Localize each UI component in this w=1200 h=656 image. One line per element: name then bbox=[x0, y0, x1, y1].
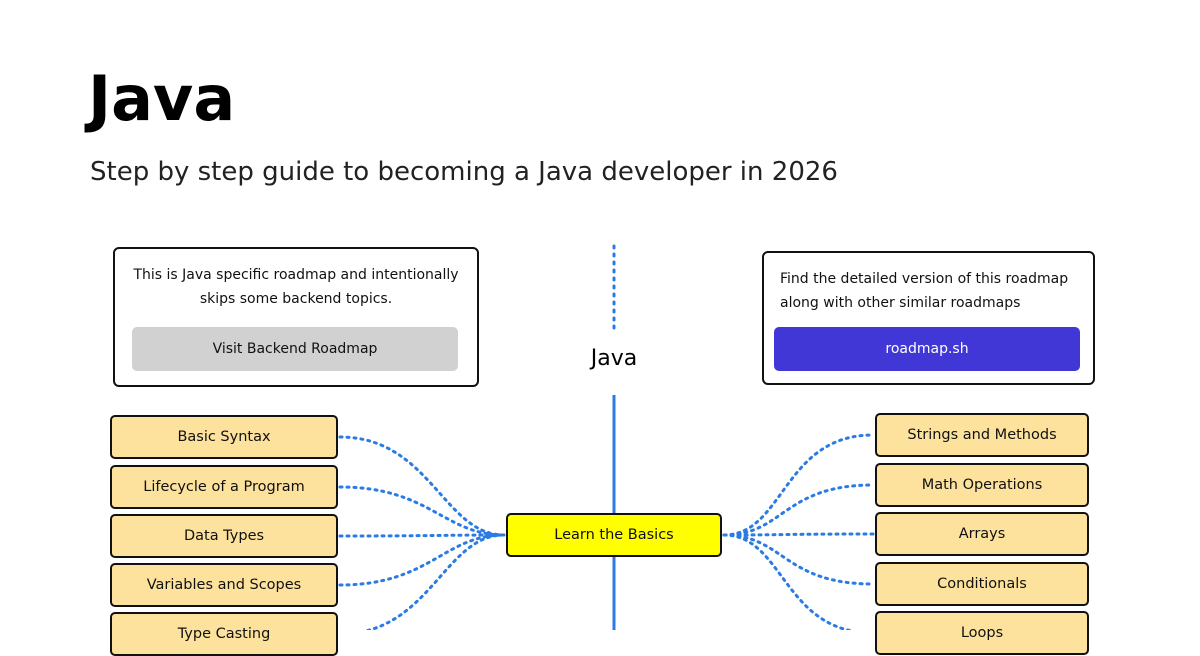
left-connector-2 bbox=[338, 533, 506, 538]
backend-note-box: This is Java specific roadmap and intent… bbox=[113, 247, 479, 387]
topic-basic-syntax[interactable]: Basic Syntax bbox=[110, 415, 338, 459]
right-connector-3 bbox=[722, 533, 875, 586]
detailed-roadmap-box: Find the detailed version of this roadma… bbox=[762, 251, 1095, 385]
left-connector-1 bbox=[338, 485, 506, 537]
left-connectors bbox=[338, 435, 506, 630]
right-connector-4 bbox=[722, 533, 856, 630]
roadmap-sh-button[interactable]: roadmap.sh bbox=[774, 327, 1080, 371]
right-connector-1 bbox=[722, 483, 875, 537]
left-connector-0 bbox=[338, 435, 506, 537]
backend-note-text: This is Java specific roadmap and intent… bbox=[133, 267, 459, 307]
right-connector-0 bbox=[722, 433, 875, 537]
left-connector-4 bbox=[362, 533, 506, 630]
right-connectors bbox=[722, 433, 875, 630]
topic-math-operations[interactable]: Math Operations bbox=[875, 463, 1089, 507]
page-subtitle: Step by step guide to becoming a Java de… bbox=[90, 157, 838, 187]
topic-lifecycle-of-a-program[interactable]: Lifecycle of a Program bbox=[110, 465, 338, 509]
learn-the-basics-node[interactable]: Learn the Basics bbox=[506, 513, 722, 557]
topic-arrays[interactable]: Arrays bbox=[875, 512, 1089, 556]
topic-type-casting[interactable]: Type Casting bbox=[110, 612, 338, 656]
connector-layer bbox=[338, 244, 875, 630]
left-connector-3 bbox=[338, 533, 506, 587]
topic-data-types[interactable]: Data Types bbox=[110, 514, 338, 558]
roadmap-center-label: Java bbox=[590, 346, 638, 371]
page-title: Java bbox=[88, 62, 236, 135]
detailed-roadmap-text: Find the detailed version of this roadma… bbox=[780, 271, 1069, 311]
visit-backend-roadmap-button[interactable]: Visit Backend Roadmap bbox=[132, 327, 458, 371]
topic-loops[interactable]: Loops bbox=[875, 611, 1089, 655]
topic-variables-and-scopes[interactable]: Variables and Scopes bbox=[110, 563, 338, 607]
right-connector-2 bbox=[722, 532, 875, 537]
topic-conditionals[interactable]: Conditionals bbox=[875, 562, 1089, 606]
topic-strings-and-methods[interactable]: Strings and Methods bbox=[875, 413, 1089, 457]
